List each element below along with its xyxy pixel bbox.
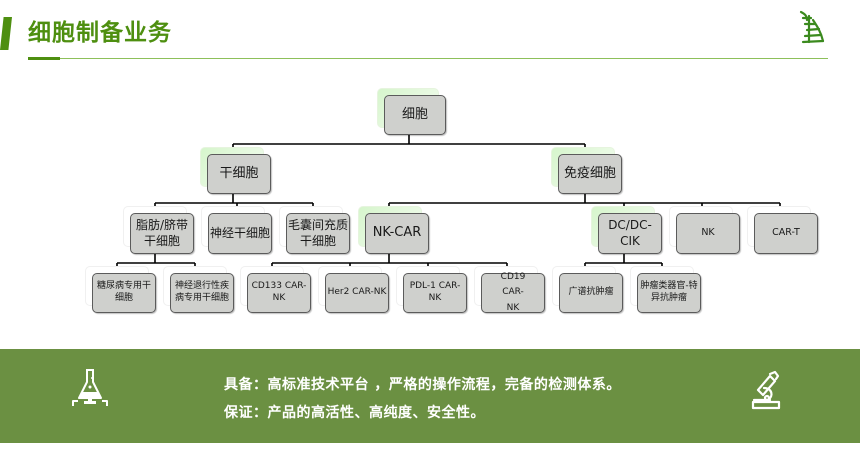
- node-label: 神经退行性疾病专用干细胞: [170, 273, 234, 313]
- node-label: 干细胞: [207, 154, 271, 194]
- node-label: DC/DC-CIK: [598, 213, 662, 254]
- node-label: 广谱抗肿瘤: [559, 273, 623, 313]
- node-label: Her2 CAR-NK: [325, 273, 389, 313]
- node-label: CAR-T: [754, 213, 818, 254]
- node-neural-stem-cell: 神经干细胞: [201, 206, 272, 254]
- node-car-t: CAR-T: [747, 206, 818, 254]
- node-neurodegenerative-stem-cell: 神经退行性疾病专用干细胞: [163, 266, 234, 313]
- feature-band: [0, 349, 860, 443]
- node-nk-car: NK-CAR: [358, 206, 429, 254]
- node-label: 免疫细胞: [558, 154, 622, 194]
- node-immune-cell: 免疫细胞: [551, 147, 622, 194]
- node-diabetes-stem-cell: 糖尿病专用干细胞: [85, 266, 156, 313]
- node-fat-cord-stem-cell: 脂肪/脐带干细胞: [123, 206, 194, 254]
- node-root: 细胞: [377, 88, 446, 135]
- node-label: CD133 CAR-NK: [247, 273, 311, 313]
- node-label: 毛囊间充质干细胞: [286, 213, 350, 254]
- title-divider-accent: [28, 57, 60, 60]
- band-line-capabilities: 具备：高标准技术平台 ，严格的操作流程，完备的检测体系。: [224, 377, 621, 393]
- node-label: 糖尿病专用干细胞: [92, 273, 156, 313]
- node-stem-cell: 干细胞: [200, 147, 271, 194]
- node-her2-car-nk: Her2 CAR-NK: [318, 266, 389, 313]
- microscope-icon: [751, 370, 781, 410]
- title-divider: [28, 58, 828, 59]
- node-cd19-car-nk: CD19 CAR-NK: [474, 266, 545, 313]
- page-title: 细胞制备业务: [28, 20, 172, 46]
- node-dc-cik: DC/DC-CIK: [591, 206, 662, 254]
- node-label: NK: [676, 213, 740, 254]
- node-broad-spectrum-antitumor: 广谱抗肿瘤: [552, 266, 623, 313]
- node-label: 肿瘤类器官-特异抗肿瘤: [637, 273, 701, 313]
- connector-root: [232, 134, 586, 154]
- node-nk: NK: [669, 206, 740, 254]
- node-label: 细胞: [384, 95, 446, 135]
- node-label: 神经干细胞: [208, 213, 272, 254]
- node-label: 脂肪/脐带干细胞: [130, 213, 194, 254]
- node-pdl1-car-nk: PDL-1 CAR-NK: [396, 266, 467, 313]
- node-cd133-car-nk: CD133 CAR-NK: [240, 266, 311, 313]
- node-hair-follicle-stem-cell: 毛囊间充质干细胞: [279, 206, 350, 254]
- node-label: PDL-1 CAR-NK: [403, 273, 467, 313]
- band-text: 具备：高标准技术平台 ，严格的操作流程，完备的检测体系。 保证：产品的高活性、高…: [224, 371, 621, 427]
- connector-nkcar: [271, 254, 508, 273]
- node-label: NK-CAR: [365, 213, 429, 254]
- node-organoid-specific-antitumor: 肿瘤类器官-特异抗肿瘤: [630, 266, 701, 313]
- node-label: CD19 CAR-NK: [481, 272, 545, 313]
- band-line-guarantee: 保证：产品的高活性、高纯度、安全性。: [224, 405, 485, 421]
- company-logo-icon: [799, 10, 825, 44]
- title-accent-bar: [0, 17, 12, 50]
- flask-icon: [72, 369, 108, 406]
